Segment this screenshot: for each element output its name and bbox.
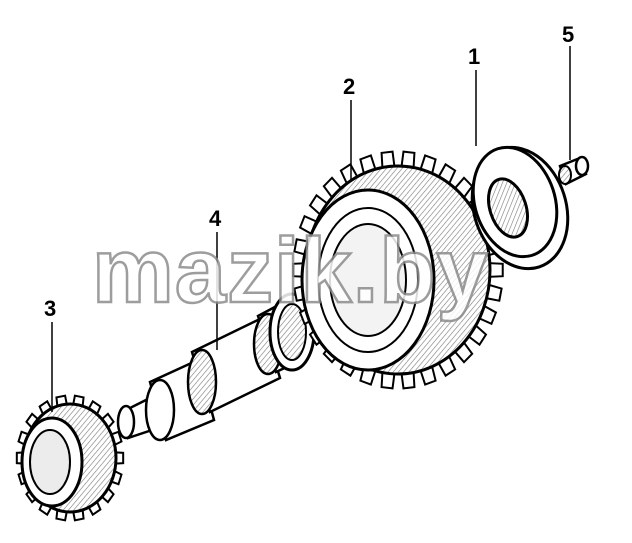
watermark-logo: mazik.by: [91, 220, 489, 322]
callout-1: 1: [468, 44, 481, 69]
callout-2: 2: [343, 74, 356, 99]
part-1-washer: [470, 145, 570, 271]
callout-4: 4: [209, 206, 222, 231]
callout-5: 5: [562, 22, 575, 47]
part-5-pin: [558, 155, 590, 186]
callout-3: 3: [44, 296, 57, 321]
part-3-small-gear: [15, 394, 125, 522]
